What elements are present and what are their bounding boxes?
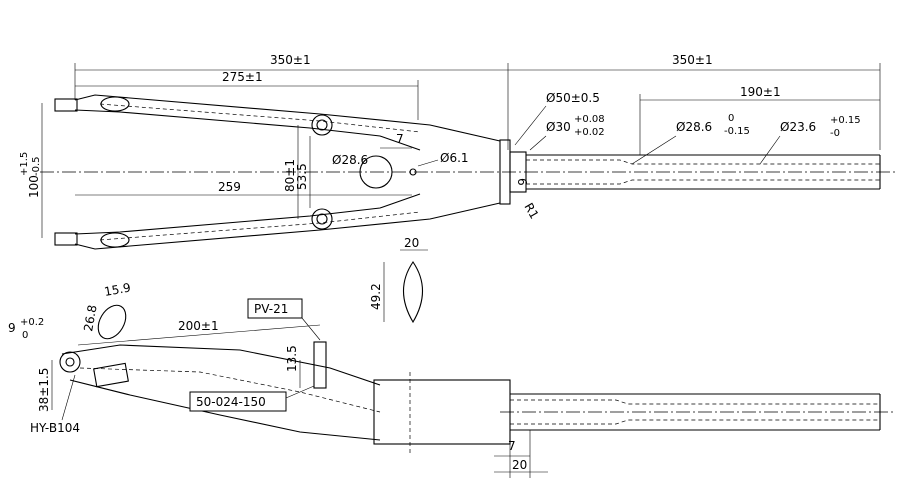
dim-6: 6 [515, 178, 529, 186]
steerer-inner-top [526, 159, 880, 165]
leader-23 [759, 135, 781, 165]
dim-9-base: 9 [8, 321, 16, 335]
dim-26-8: 26.8 [81, 304, 99, 333]
dim-9-up: +0.2 [20, 317, 44, 328]
dim-28-up: 0 [728, 113, 734, 124]
dim-r1: R1 [521, 201, 541, 222]
dim-7-bottom: 7 [508, 439, 516, 453]
dim-hole-6-1: Ø6.1 [440, 151, 469, 165]
side-blade-center [79, 367, 381, 413]
hole-28-6 [359, 155, 393, 189]
side-blade-bottom [69, 379, 381, 441]
dim-20-bottom: 20 [512, 458, 527, 472]
crown-race [509, 151, 527, 193]
dim-275: 275±1 [222, 70, 263, 84]
brake-boss-upper-inner [316, 119, 328, 131]
leader-28 [631, 135, 677, 165]
dim-200: 200±1 [178, 319, 219, 333]
dim-30-base: Ø30 [546, 120, 571, 134]
blade-upper-inner [74, 109, 421, 151]
dim-350-left: 350±1 [270, 53, 311, 67]
blade-lower-inner [74, 193, 421, 235]
label-50-024-150-box [189, 391, 287, 412]
blade-section: 20 49.2 [369, 236, 428, 324]
side-dropout [59, 351, 81, 373]
dim-350-right: 350±1 [672, 53, 713, 67]
dim-100-tol-low: -0.5 [31, 156, 42, 176]
brake-boss-lower [311, 208, 333, 230]
dim-80: 80±1 [283, 159, 297, 192]
label-pv-21: PV-21 [254, 302, 288, 316]
dim-28-base: Ø28.6 [676, 120, 712, 134]
side-blade-top [61, 344, 381, 386]
blade-upper-outer [74, 94, 501, 142]
dropout-upper-slot [100, 96, 130, 112]
blade-lower-outer [74, 202, 501, 250]
small-section [97, 304, 127, 340]
steerer-inner-bottom [526, 179, 880, 185]
brake-boss-upper [311, 114, 333, 136]
dim-259: 259 [218, 180, 241, 194]
dim-30-up: +0.08 [574, 114, 605, 125]
leader-pv [301, 317, 321, 341]
dim-hole-28-6: Ø28.6 [332, 153, 368, 167]
label-50-024-150: 50-024-150 [196, 395, 266, 409]
side-crown [373, 379, 511, 445]
dim-28-low: -0.15 [724, 126, 750, 137]
label-pv-21-box [247, 298, 303, 319]
valve [313, 341, 327, 389]
brake-boss-lower-inner [316, 213, 328, 225]
dim-100-tol-up: +1.5 [19, 152, 30, 176]
leader-6-1 [417, 159, 439, 167]
side-view: 15.9 26.8 9 +0.2 0 200±1 38±1.5 PV-21 13… [8, 281, 895, 478]
leader-30 [529, 135, 547, 151]
dim-190: 190±1 [740, 85, 781, 99]
dropout-lower [54, 232, 78, 246]
top-view: 350±1 350±1 275±1 100 +1.5 -0.5 Ø28.6 Ø6… [19, 53, 895, 250]
side-steerer-inner-top [510, 399, 880, 405]
dim-100-base: 100 [27, 175, 41, 198]
dim-line-200 [77, 324, 321, 346]
dim-38: 38±1.5 [37, 368, 51, 412]
dropout-upper [54, 98, 78, 112]
side-dropout-axle [65, 357, 75, 367]
dim-53: 53.5 [295, 163, 309, 190]
dim-30-low: +0.02 [574, 127, 605, 138]
blade-upper-hidden [99, 103, 421, 133]
dim-49: 49.2 [369, 283, 383, 310]
side-steerer-inner-bottom [510, 419, 880, 425]
dropout-lower-slot [100, 232, 130, 248]
blade-lower-hidden [99, 211, 421, 241]
dim-15-9: 15.9 [103, 281, 132, 299]
dim-7-top: 7 [396, 132, 404, 146]
dim-23-up: +0.15 [830, 115, 861, 126]
dim-9-low: 0 [22, 330, 28, 341]
leader-50-024 [285, 385, 315, 399]
dim-23-base: Ø23.6 [780, 120, 816, 134]
hole-6-1 [409, 168, 417, 176]
dim-20-top: 20 [404, 236, 419, 250]
side-dropout-insert [93, 362, 129, 388]
leader-50 [514, 105, 547, 146]
label-hy-b104: HY-B104 [30, 421, 80, 435]
blade-section-outline [403, 261, 423, 324]
dim-13-5: 13.5 [285, 345, 299, 372]
leader-hy [61, 374, 76, 421]
dim-crown-50: Ø50±0.5 [546, 91, 600, 105]
dim-23-low: -0 [830, 128, 840, 139]
